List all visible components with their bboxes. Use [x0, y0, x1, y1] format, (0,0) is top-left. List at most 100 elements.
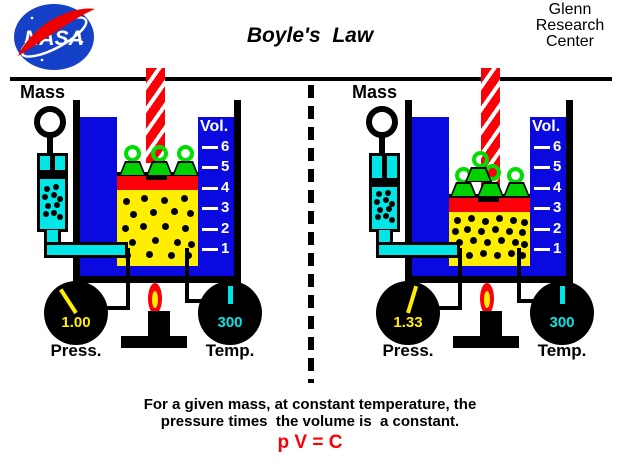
tick-dash	[202, 206, 218, 210]
volume-tick: 2	[202, 221, 229, 237]
equation: p V = C	[277, 432, 343, 453]
tick-dash	[202, 165, 218, 169]
tick-dash	[534, 247, 550, 251]
weight-ring	[177, 145, 194, 162]
tick-label: 5	[553, 158, 562, 175]
weight-ring	[124, 145, 141, 162]
tick-dash	[534, 186, 550, 190]
syringe-plunger	[372, 178, 397, 187]
header-rule	[10, 77, 612, 81]
volume-tick: 6	[534, 139, 561, 155]
burner-base	[453, 336, 519, 348]
org-name: Glenn Research Center	[524, 2, 616, 50]
caption-line-2: pressure times the volume is a constant.	[160, 413, 460, 430]
syringe-plunger	[40, 170, 65, 179]
apparatus-after: Mass Vol. 6 5 4 3	[332, 0, 620, 465]
pressure-probe	[458, 248, 462, 310]
tick-label: 1	[553, 240, 562, 257]
mass-label: Mass	[352, 82, 398, 102]
container-wall-left	[73, 100, 80, 283]
weight[interactable]	[477, 182, 504, 197]
temperature-label: Temp.	[205, 341, 255, 360]
piston-notch	[146, 176, 167, 180]
volume-tick: 3	[534, 200, 561, 216]
temperature-label: Temp.	[537, 341, 587, 360]
weight[interactable]	[146, 161, 173, 176]
tick-label: 6	[553, 138, 562, 155]
tick-dash	[534, 227, 550, 231]
gas-volume	[117, 190, 198, 266]
gas-volume	[449, 212, 530, 266]
tick-dash	[534, 145, 550, 149]
pressure-label: Press.	[382, 341, 434, 360]
syringe-tube-horizontal	[376, 242, 460, 258]
volume-scale-title: Vol.	[532, 118, 561, 135]
weight-stacked[interactable]	[465, 167, 492, 182]
tick-label: 1	[221, 240, 230, 257]
weight-ring	[472, 151, 489, 168]
press-rod[interactable]	[146, 68, 165, 163]
syringe-tube-joint	[379, 245, 390, 255]
tick-dash	[202, 247, 218, 251]
org-line: Glenn	[548, 1, 592, 18]
tick-dash	[534, 165, 550, 169]
pressure-value: 1.00	[61, 314, 91, 331]
volume-tick: 6	[202, 139, 229, 155]
weight-ring	[151, 145, 168, 162]
syringe-stem	[47, 136, 53, 155]
weight[interactable]	[119, 161, 146, 176]
piston-notch	[478, 198, 499, 202]
pressure-probe	[126, 248, 130, 310]
syringe-molecules	[374, 190, 395, 228]
tick-dash	[534, 206, 550, 210]
container-wall-left	[405, 100, 412, 283]
volume-tick: 3	[202, 200, 229, 216]
temperature-probe	[185, 248, 189, 303]
burner-stand	[148, 311, 170, 337]
weight[interactable]	[172, 161, 199, 176]
caption-line-1: For a given mass, at constant temperatur…	[143, 396, 477, 413]
pressure-gauge	[44, 281, 108, 345]
syringe-handle-ring	[34, 106, 66, 138]
weight[interactable]	[503, 182, 530, 197]
tick-label: 2	[221, 220, 230, 237]
syringe-stem	[379, 136, 385, 155]
container-base	[73, 276, 241, 283]
tick-label: 4	[221, 179, 230, 196]
tick-dash	[202, 145, 218, 149]
pressure-gauge-connector	[437, 306, 460, 310]
container-fluid-bottom	[449, 264, 530, 276]
temp-gauge-connector	[519, 299, 534, 303]
container-wall-right	[234, 100, 241, 283]
volume-tick: 5	[202, 159, 229, 175]
piston	[449, 198, 530, 212]
nasa-logo: NASA	[14, 4, 95, 70]
weight[interactable]	[450, 182, 477, 197]
syringe-plunger-rod	[382, 156, 387, 178]
volume-tick: 1	[202, 241, 229, 257]
volume-tick: 2	[534, 221, 561, 237]
syringe-body	[369, 153, 400, 232]
syringe-body	[37, 153, 68, 232]
container-base	[405, 276, 573, 283]
syringe-molecules	[42, 184, 63, 228]
container-fluid-bottom	[117, 264, 198, 276]
volume-tick: 1	[534, 241, 561, 257]
tick-label: 2	[553, 220, 562, 237]
temp-gauge-connector	[187, 299, 202, 303]
syringe-tube-joint	[47, 245, 58, 255]
tick-label: 6	[221, 138, 230, 155]
pressure-gauge-connector	[105, 306, 128, 310]
mass-label: Mass	[20, 82, 66, 102]
pressure-label: Press.	[50, 341, 102, 360]
temperature-value: 300	[217, 314, 243, 331]
apparatus-before: Mass Vol. 6 5 4 3 2 1	[0, 0, 300, 465]
temperature-needle	[228, 286, 233, 304]
burner-base	[121, 336, 187, 348]
temperature-value: 300	[549, 314, 575, 331]
org-line: Research	[535, 17, 605, 34]
tick-label: 5	[221, 158, 230, 175]
tick-label: 3	[221, 199, 230, 216]
burner-flame-core	[484, 291, 490, 308]
